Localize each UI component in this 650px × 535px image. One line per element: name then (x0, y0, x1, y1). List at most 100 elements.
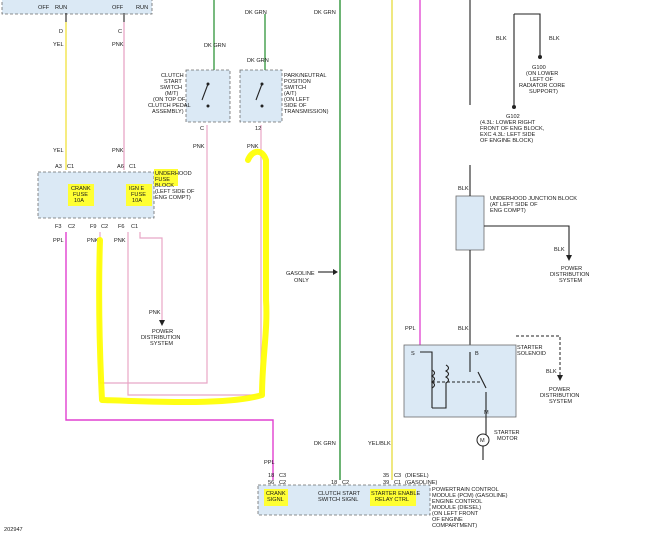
fuse-c2b-label: C2 (101, 224, 108, 230)
crank-fuse-label-1: CRANK (71, 186, 91, 192)
pcm-crank-1: CRANK (266, 491, 286, 497)
g100-line-4: SUPPORT) (529, 89, 558, 95)
solenoid-name-1: STARTER (517, 345, 543, 351)
blk-junction-to-dist (484, 225, 570, 255)
starter-s-label: S (411, 351, 415, 357)
yel-blk-label: YEL/BLK (368, 441, 391, 447)
solenoid-coil (430, 369, 436, 389)
blk-top-label-b: BLK (549, 36, 560, 42)
ign-fuse-highlight (126, 184, 152, 206)
fuse-c1b-label: C1 (129, 164, 136, 170)
blk-dist-arrow (566, 255, 572, 261)
park-switch-name-6: SIDE OF (284, 103, 307, 109)
ignition-switch-section: OFF RUN OFF RUN D C (1, 0, 153, 35)
blk-junction-label: BLK (458, 186, 469, 192)
pin-c-label: C (118, 29, 122, 35)
g100-line-3: RADIATOR CORE (519, 83, 565, 89)
clutch-switch-blade (201, 83, 209, 101)
ign-fuse-label-3: 10A (132, 198, 142, 204)
fuse-block-name-2: FUSE (155, 177, 170, 183)
starter-solenoid-box (403, 344, 517, 418)
pcm-diesel: (DIESEL) (405, 473, 429, 479)
g102-line-1: (4.3L: LOWER RIGHT (480, 120, 536, 126)
underhood-junction-block: BLK BLK BLK UNDERHOOD JUNCTION BLOCK (AT… (455, 165, 589, 345)
fuse-c1a-label: C1 (67, 164, 74, 170)
g100-ground-icon (538, 55, 542, 59)
pnk-park-wire (127, 125, 262, 396)
pcm-name-5: (ON LEFT FRONT (432, 511, 479, 517)
blk-solenoid-label: BLK (458, 326, 469, 332)
pcm-pin-18b: 18 (331, 480, 337, 486)
pcm-name-1: POWERTRAIN CONTROL (432, 487, 499, 493)
pcm-c1: C1 (394, 480, 401, 486)
pcm-module: 18 C3 56 C2 18 C2 35 C3 (DIESEL) 39 C1 (… (257, 473, 508, 529)
pcm-crank-highlight (264, 489, 288, 506)
footer-id: 202947 (4, 527, 23, 533)
yel-wire-label-lower: YEL (53, 148, 64, 154)
pdist2-arrow (557, 375, 563, 381)
park-switch-name-4: (A/T) (284, 91, 297, 97)
starter-motor-name-2: MOTOR (497, 436, 518, 442)
pnk-f9-label: PNK (87, 238, 99, 244)
fuse-f3-label: F3 (55, 224, 62, 230)
blk-pdist-label: BLK (546, 369, 557, 375)
dk-grn-label-a: DK GRN (245, 10, 267, 16)
g102-ground-icon (512, 105, 516, 109)
junction-block-box (455, 195, 485, 251)
gasoline-only-2: ONLY (294, 278, 309, 284)
clutch-switch-name-6: CLUTCH PEDAL (148, 103, 191, 109)
run-label-left: RUN (55, 5, 67, 11)
pcm-relay-2: RELAY CTRL (375, 497, 409, 503)
dk-grn-label-c: DK GRN (204, 43, 226, 49)
crank-fuse-label-2: FUSE (73, 192, 88, 198)
pcm-relay-highlight (370, 489, 416, 506)
dk-grn-label-lower: DK GRN (314, 441, 336, 447)
starter-motor-name-1: STARTER (494, 430, 520, 436)
solenoid-coil-wire (420, 351, 433, 408)
pcm-name-4: MODULE (DIESEL) (432, 505, 481, 511)
solenoid-name-2: SOLENOID (517, 351, 546, 357)
fuse-block-name-4: (LEFT SIDE OF (155, 189, 195, 195)
blk-ground-wire-g100 (514, 13, 541, 55)
highlighter-mark (96, 148, 270, 406)
fuse-block-name-1: UNDERHOOD (155, 171, 192, 177)
park-switch-name-2: POSITION (284, 79, 311, 85)
park-switch-contact-b (260, 104, 264, 108)
g100-line-2: LEFT OF (530, 77, 553, 83)
junction-name-1: UNDERHOOD JUNCTION BLOCK (490, 196, 577, 202)
pnk-dist-wire (139, 232, 163, 320)
pcm-pin-39: 39 (383, 480, 389, 486)
junction-name-3: ENG COMPT) (490, 208, 526, 214)
pcm-c3b: C3 (394, 473, 401, 479)
fuse-block-name-5: ENG COMPT) (155, 195, 191, 201)
pcm-crank-2: SIGNL (267, 497, 284, 503)
pcm-relay-1: STARTER ENABLE (371, 491, 420, 497)
fuse-block-name-3: BLOCK (155, 183, 174, 189)
crank-fuse-label-3: 10A (74, 198, 84, 204)
g102-name: G102 (506, 114, 520, 120)
solenoid-hold-coil (432, 364, 450, 409)
park-neutral-switch: PARK/NEUTRAL POSITION SWITCH (A/T) (ON L… (239, 69, 329, 132)
park-switch-contact (260, 82, 264, 86)
clutch-switch-contact (206, 82, 210, 86)
park-switch-name-3: SWITCH (284, 85, 306, 91)
clutch-switch-box (185, 69, 231, 123)
pcm-clutch-2: SWITCH SIGNL (318, 497, 358, 503)
power-dist-right-3: SYSTEM (559, 278, 582, 284)
blk-dist-label: BLK (554, 247, 565, 253)
pcm-pin-35: 35 (383, 473, 389, 479)
pcm-c3a: C3 (279, 473, 286, 479)
clutch-switch-name-4: (M/T) (165, 91, 178, 97)
pnk-clutch-label: PNK (193, 144, 205, 150)
clutch-start-switch: CLUTCH START SWITCH (M/T) (ON TOP OF CLU… (148, 69, 231, 132)
pcm-name-3: ENGINE CONTROL (432, 499, 482, 505)
park-switch-pin: 12 (255, 126, 261, 132)
clutch-switch-name-1: CLUTCH (161, 73, 184, 79)
power-dist-right-1: POWER (561, 266, 582, 272)
pnk-dist-label: PNK (149, 310, 161, 316)
ign-fuse-label-2: FUSE (131, 192, 146, 198)
pcm-pin-56: 56 (268, 480, 274, 486)
pcm-name-7: COMPARTMENT) (432, 523, 477, 529)
power-dist-right2-3: SYSTEM (549, 399, 572, 405)
